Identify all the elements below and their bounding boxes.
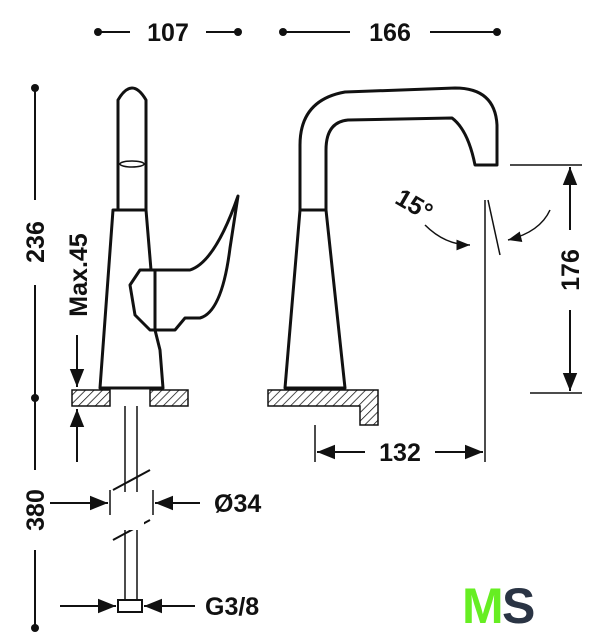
dim-107-label: 107 (147, 19, 189, 47)
dimension-hose-length: 380 (22, 398, 50, 632)
dim-166-label: 166 (369, 19, 411, 47)
dimension-width-front: 107 (94, 19, 242, 47)
dim-236-label: 236 (22, 221, 50, 263)
dim-132-label: 132 (379, 439, 421, 467)
dim-176-label: 176 (557, 249, 585, 291)
dim-g38-label: G3/8 (205, 593, 259, 621)
logo-s: S (502, 578, 535, 634)
dimension-height-total: 236 (22, 84, 50, 402)
dimension-max-thickness: Max.45 (65, 233, 93, 462)
dim-380-label: 380 (22, 489, 50, 531)
faucet-side-view (267, 86, 501, 462)
dim-15deg-label: 15° (391, 183, 438, 226)
dimension-hole-diameter: Ø34 (50, 490, 261, 518)
dimension-spout-reach: 132 (317, 439, 483, 467)
dimension-connection: G3/8 (60, 593, 259, 621)
dimension-angle: 15° (391, 183, 551, 251)
faucet-front-view (71, 86, 240, 613)
logo-m: M (462, 578, 504, 634)
ms-logo: M S (462, 578, 535, 634)
dimension-width-side: 166 (279, 19, 501, 47)
dim-max45-label: Max.45 (65, 233, 93, 316)
dim-o34-label: Ø34 (214, 490, 261, 518)
dimension-spout-height: 176 (510, 164, 585, 394)
